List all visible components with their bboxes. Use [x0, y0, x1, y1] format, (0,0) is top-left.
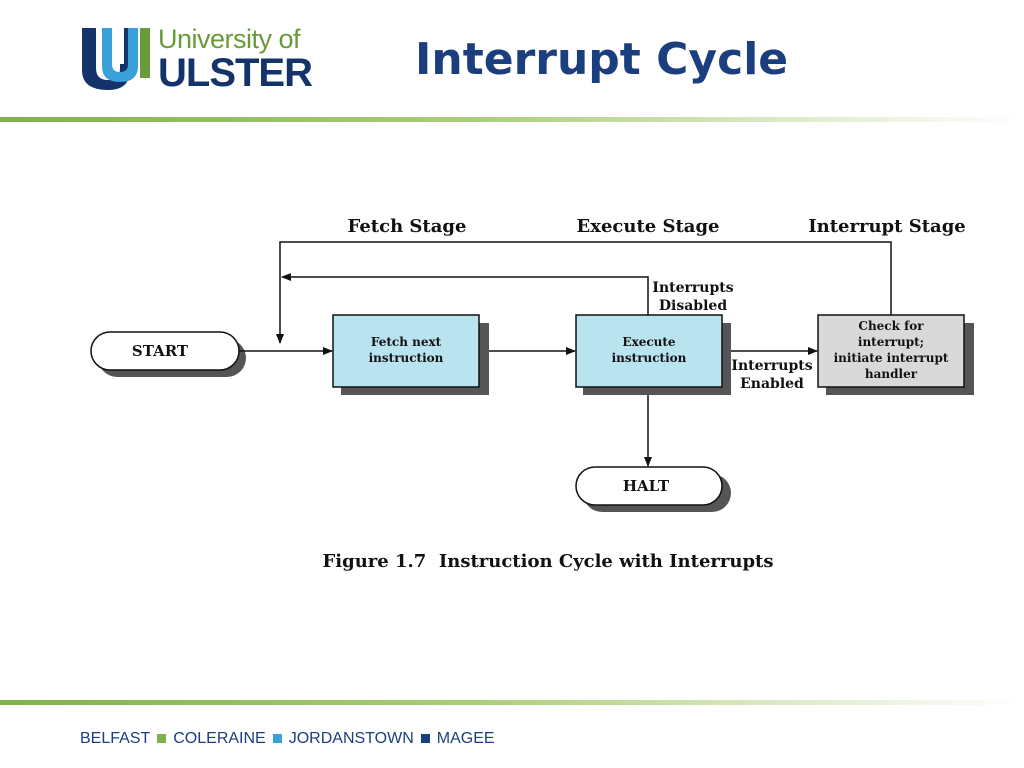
footer-square-icon	[157, 733, 167, 743]
interrupts-disabled-line2: Disabled	[659, 298, 727, 314]
interrupt-return-arrow	[276, 241, 892, 344]
fetch-box-line1: Fetch next	[371, 335, 442, 349]
campus-jordanstown: JORDANSTOWN	[288, 730, 414, 747]
campus-magee: MAGEE	[436, 730, 495, 747]
execute-box-line2: instruction	[612, 351, 687, 365]
logo-text-bottom: ULSTER	[158, 51, 313, 95]
interrupt-check-box: Check for interrupt; initiate interrupt …	[817, 314, 974, 395]
footer-square-icon	[420, 733, 430, 743]
halt-label: HALT	[623, 477, 670, 495]
interrupt-box-line2: interrupt;	[858, 335, 924, 349]
interrupts-enabled-line2: Enabled	[740, 376, 804, 392]
campus-coleraine: COLERAINE	[173, 730, 266, 747]
slide-header: University of ULSTER Interrupt Cycle	[0, 0, 1024, 118]
university-logo: University of ULSTER	[78, 24, 328, 96]
interrupts-enabled-line1: Interrupts	[731, 358, 812, 374]
halt-node: HALT	[575, 466, 731, 512]
execute-stage-label: Execute Stage	[577, 216, 720, 237]
footer-divider	[0, 700, 1024, 705]
start-node: START	[90, 331, 246, 377]
header-divider	[0, 117, 1024, 122]
fetch-box: Fetch next instruction	[332, 314, 489, 395]
ulster-logo-icon	[82, 28, 150, 90]
instruction-cycle-diagram: Fetch Stage Execute Stage Interrupt Stag…	[90, 216, 974, 572]
interrupt-box-line4: handler	[865, 367, 918, 381]
campus-belfast: BELFAST	[80, 730, 151, 747]
logo-text-top: University of	[158, 24, 301, 54]
footer-square-icon	[272, 733, 282, 743]
execute-box: Execute instruction	[575, 314, 731, 395]
fetch-box-line2: instruction	[369, 351, 444, 365]
fetch-stage-label: Fetch Stage	[348, 216, 467, 237]
interrupts-disabled-line1: Interrupts	[652, 280, 733, 296]
interrupt-stage-label: Interrupt Stage	[808, 216, 966, 237]
execute-box-line1: Execute	[622, 335, 676, 349]
start-label: START	[132, 342, 189, 360]
campus-footer: BELFAST COLERAINE JORDANSTOWN MAGEE	[80, 730, 495, 748]
interrupt-box-line1: Check for	[858, 319, 924, 333]
page-title: Interrupt Cycle	[415, 34, 789, 85]
interrupt-box-line3: initiate interrupt	[834, 351, 949, 365]
interrupts-disabled-arrow	[281, 273, 649, 315]
figure-caption: Figure 1.7 Instruction Cycle with Interr…	[322, 551, 773, 572]
